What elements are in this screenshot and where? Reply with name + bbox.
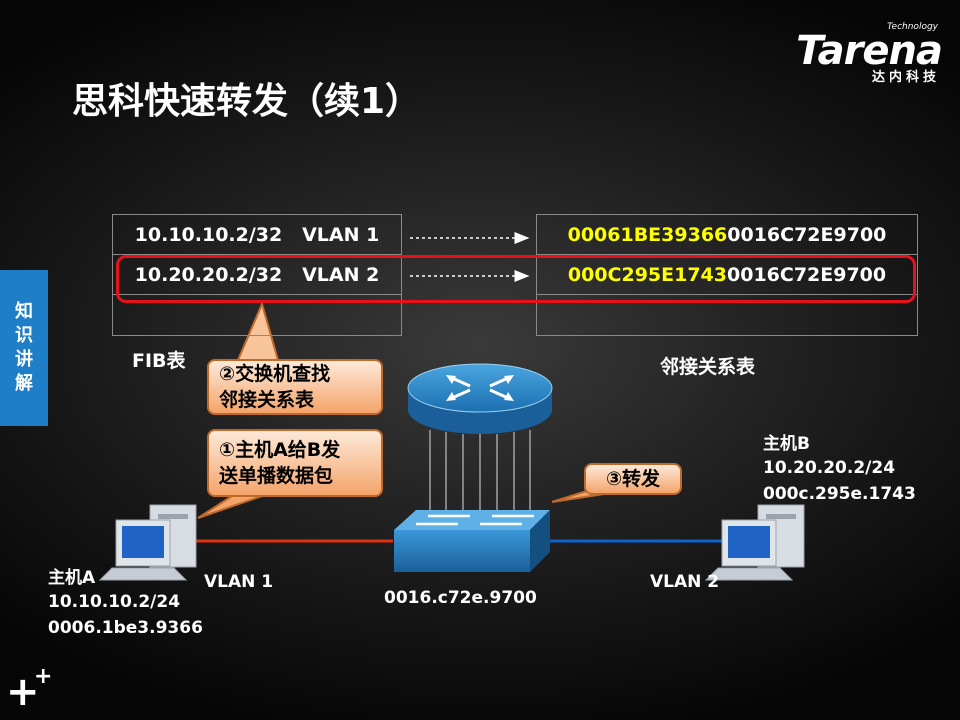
host-a-mac: 0006.1be3.9366 — [48, 618, 203, 638]
page-title: 思科快速转发（续1） — [72, 81, 422, 122]
host-b-ip: 10.20.20.2/24 — [763, 458, 896, 478]
switch-icon — [394, 510, 550, 572]
callout-1-pointer — [197, 495, 263, 519]
adjacency-table-caption: 邻接关系表 — [660, 356, 756, 378]
adjacency-src-mac: 0016C72E9700 — [727, 223, 887, 246]
side-tab-char: 识 — [15, 325, 33, 346]
callout-step2: ②交换机查找 邻接关系表 — [207, 359, 383, 415]
host-b-name: 主机B — [763, 434, 810, 454]
host-a-computer-icon — [98, 504, 197, 581]
plus-icon: + — [6, 669, 40, 715]
vlan1-label: VLAN 1 — [204, 572, 274, 592]
switch-mac: 0016.c72e.9700 — [384, 588, 537, 608]
adjacency-src-mac: 0016C72E9700 — [727, 263, 887, 286]
callout-step3: ③转发 — [584, 463, 682, 495]
host-a-ip: 10.10.10.2/24 — [48, 592, 181, 612]
highlight-box — [116, 255, 916, 303]
callout-line: ②交换机查找 — [219, 363, 331, 385]
host-b-computer-icon — [704, 504, 805, 581]
adjacency-dst-mac: 000C295E1743 — [567, 263, 727, 286]
tarena-logo: Technology Tarena 达内科技 — [777, 22, 943, 85]
adjacency-dst-mac: 00061BE39366 — [567, 223, 728, 246]
fib-table: 10.10.10.2/32 VLAN 1 10.20.20.2/32 VLAN … — [112, 214, 402, 336]
fib-entry: 10.10.10.2/32 VLAN 1 — [134, 223, 380, 246]
vlan2-label: VLAN 2 — [650, 572, 720, 592]
fib-table-caption: FIB表 — [132, 350, 186, 372]
side-tab-char: 讲 — [15, 349, 33, 370]
host-a-name: 主机A — [48, 568, 96, 588]
fib-row: 10.20.20.2/32 VLAN 2 — [113, 255, 401, 295]
side-tab[interactable]: 知 识 讲 解 — [0, 270, 48, 426]
router-switch-links — [429, 430, 531, 512]
fib-row: 10.10.10.2/32 VLAN 1 — [113, 215, 401, 255]
callout-step1: ①主机A给B发 送单播数据包 — [207, 429, 383, 497]
callout-line: 邻接关系表 — [219, 389, 315, 411]
host-b-mac: 000c.295e.1743 — [763, 484, 916, 504]
logo-word: Tarena — [796, 28, 943, 74]
logo-cn: 达内科技 — [871, 70, 940, 85]
fib-entry: 10.20.20.2/32 VLAN 2 — [134, 263, 380, 286]
callout-line: ①主机A给B发 — [219, 439, 341, 461]
router-icon — [407, 363, 553, 434]
side-tab-char: 解 — [15, 373, 33, 394]
logo-tagline: Technology — [887, 22, 938, 32]
plus-small-icon: + — [34, 664, 53, 689]
side-tab-char: 知 — [15, 301, 33, 322]
callout-line: 送单播数据包 — [219, 465, 334, 487]
